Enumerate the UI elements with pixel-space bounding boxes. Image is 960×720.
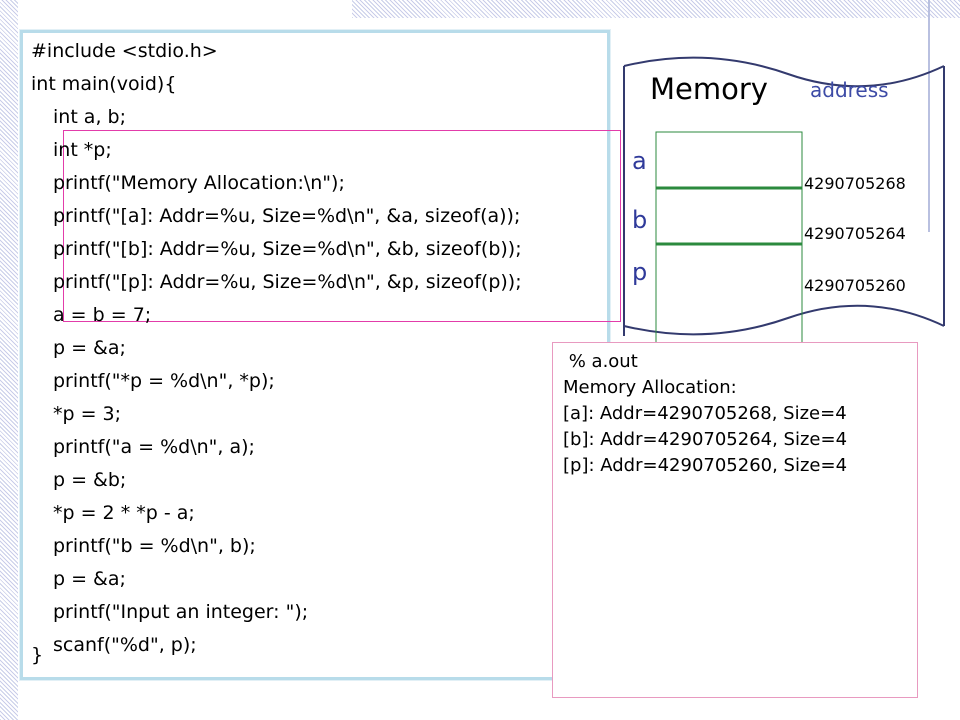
- code-line: int *p;: [53, 139, 112, 161]
- address-header: address: [810, 78, 889, 102]
- memory-block: [655, 131, 803, 346]
- output-line: % a.out: [563, 351, 638, 372]
- output-line: Memory Allocation:: [563, 377, 737, 398]
- code-panel: #include <stdio.h> int main(void){ int a…: [19, 29, 621, 681]
- code-line: #include <stdio.h>: [31, 40, 218, 62]
- address-p: 4290705260: [804, 276, 906, 295]
- output-panel: % a.out Memory Allocation: [a]: Addr=429…: [552, 342, 918, 698]
- code-line: }: [31, 644, 44, 666]
- var-label-a: a: [632, 147, 647, 175]
- output-line: [b]: Addr=4290705264, Size=4: [563, 429, 848, 450]
- code-line: printf("[b]: Addr=%u, Size=%d\n", &b, si…: [53, 238, 522, 260]
- decorative-line: [928, 0, 930, 232]
- code-line: scanf("%d", p);: [53, 634, 197, 656]
- memory-title: Memory: [650, 72, 768, 106]
- address-a: 4290705268: [804, 174, 906, 193]
- output-line: [p]: Addr=4290705260, Size=4: [563, 455, 848, 476]
- code-line: printf("Input an integer: ");: [53, 601, 309, 623]
- code-line: a = b = 7;: [53, 304, 152, 326]
- code-line: printf("[p]: Addr=%u, Size=%d\n", &p, si…: [53, 271, 522, 293]
- code-line: p = &b;: [53, 469, 127, 491]
- code-line: int main(void){: [31, 73, 177, 95]
- memory-top-edge: [623, 56, 945, 88]
- address-b: 4290705264: [804, 224, 906, 243]
- code-line: printf("Memory Allocation:\n");: [53, 172, 345, 194]
- code-line: p = &a;: [53, 337, 126, 359]
- left-pattern: [0, 0, 18, 720]
- code-line: p = &a;: [53, 568, 126, 590]
- var-label-b: b: [632, 206, 648, 234]
- header-pattern: [352, 0, 960, 18]
- output-line: [a]: Addr=4290705268, Size=4: [563, 403, 847, 424]
- code-line: printf("[a]: Addr=%u, Size=%d\n", &a, si…: [53, 205, 521, 227]
- code-line: *p = 2 * *p - a;: [53, 502, 195, 524]
- code-line: int a, b;: [53, 106, 126, 128]
- var-label-p: p: [632, 258, 648, 286]
- code-line: printf("b = %d\n", b);: [53, 535, 256, 557]
- memory-diagram: [623, 56, 945, 346]
- code-line: printf("a = %d\n", a);: [53, 436, 255, 458]
- code-line: *p = 3;: [53, 403, 122, 425]
- code-line: printf("*p = %d\n", *p);: [53, 370, 275, 392]
- memory-bottom-edge: [623, 304, 945, 336]
- highlight-box: [63, 130, 621, 322]
